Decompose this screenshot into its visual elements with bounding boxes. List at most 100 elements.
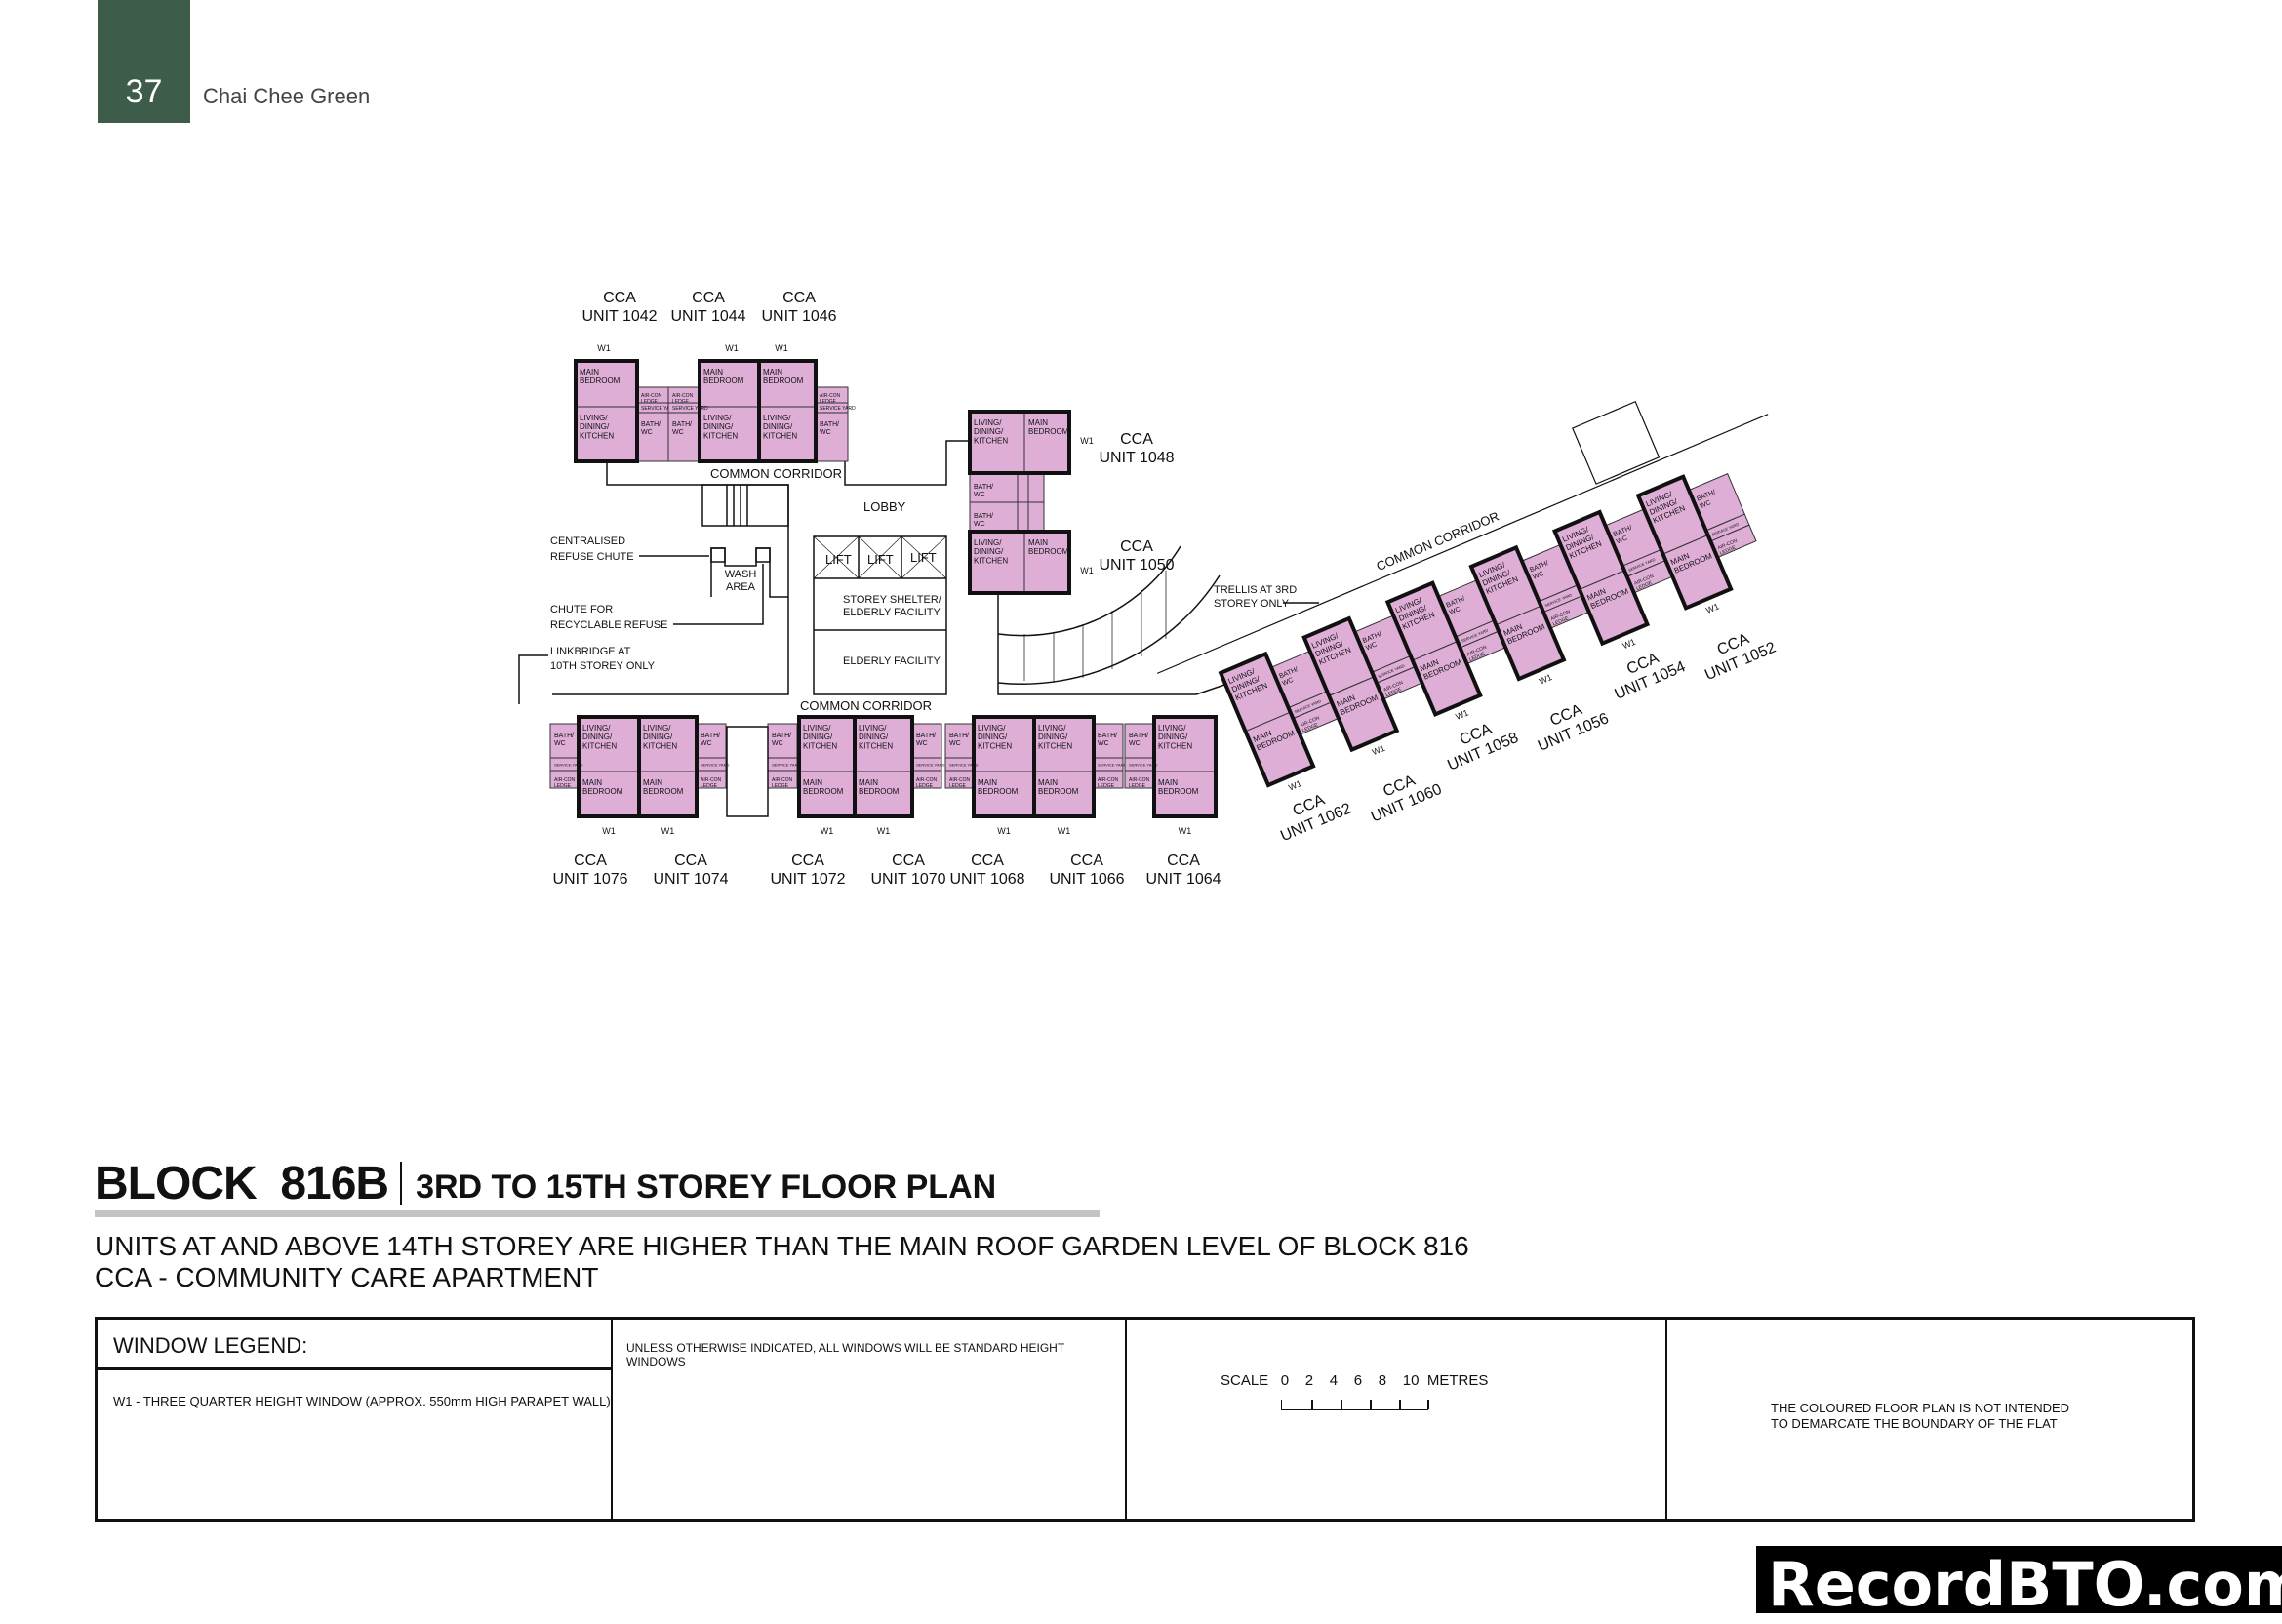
bath-wc-label: BATH/WC	[641, 421, 661, 436]
unit-1062[interactable]: LIVING/DINING/KITCHENMAINBEDROOMBATH/WCS…	[1213, 638, 1376, 846]
lift-partitions	[814, 536, 946, 631]
bath-wc-label: BATH/WC	[701, 733, 720, 747]
living-dining-kitchen-label: LIVING/DINING/KITCHEN	[859, 724, 893, 750]
note-cca: CCA - COMMUNITY CARE APARTMENT	[95, 1262, 599, 1292]
unit-wall	[968, 530, 1071, 595]
lift-label: LIFT	[867, 552, 894, 567]
scale-tick: 2	[1304, 1372, 1314, 1389]
unit-wall	[1468, 544, 1567, 682]
disclaimer-cell: THE COLOURED FLOOR PLAN IS NOT INTENDED …	[1667, 1320, 2192, 1519]
service-yard-label: SERVICE YARD	[672, 406, 708, 412]
bath-wc-label: BATH/WC	[1129, 733, 1148, 747]
scale-tick: 0	[1280, 1372, 1290, 1389]
corridor-wall	[552, 597, 789, 695]
living-dining-kitchen	[973, 716, 1035, 772]
window-w1-marker: W1	[1058, 826, 1071, 836]
unit-wall	[853, 715, 914, 818]
service-yard-label: SERVICE YARD	[641, 406, 677, 412]
window-legend-cell: WINDOW LEGEND: W1 - THREE QUARTER HEIGHT…	[98, 1320, 613, 1519]
window-w1-marker: W1	[877, 826, 891, 836]
elderly-facility-label: ELDERLY FACILITY	[843, 655, 941, 667]
unit-1060[interactable]: LIVING/DINING/KITCHENMAINBEDROOMBATH/WCS…	[1297, 602, 1466, 826]
living-dining-kitchen-label: LIVING/DINING/KITCHEN	[580, 414, 614, 440]
watermark-logo: RecordBTO.com	[1756, 1546, 2282, 1620]
unit-label: CCAUNIT 1060	[1361, 764, 1444, 825]
project-name: Chai Chee Green	[203, 84, 371, 108]
window-w1-marker: W1	[602, 826, 616, 836]
bath-wc-label: BATH/WC	[820, 421, 839, 436]
w1-legend: W1 - THREE QUARTER HEIGHT WINDOW (APPROX…	[113, 1394, 611, 1408]
window-w1-marker: W1	[1080, 566, 1094, 575]
unit-label: CCAUNIT 1058	[1438, 712, 1521, 773]
living-dining-kitchen	[758, 406, 817, 462]
window-w1-marker: W1	[725, 343, 739, 353]
scale-tick: 8	[1378, 1372, 1387, 1389]
lift-core	[813, 535, 947, 695]
disclaimer: THE COLOURED FLOOR PLAN IS NOT INTENDED …	[1771, 1401, 2069, 1432]
living-dining-kitchen	[699, 406, 760, 462]
window-w1-marker: W1	[775, 343, 788, 353]
unit-wall	[1152, 715, 1218, 818]
window-w1-marker: W1	[1287, 778, 1302, 792]
service-yard-label: SERVICE YARD	[701, 763, 729, 768]
bath-wc-label: BATH/WC	[974, 484, 993, 498]
unit-label: CCAUNIT 1052	[1696, 622, 1779, 684]
trellis-stair	[997, 545, 1221, 685]
living-dining-kitchen-label: LIVING/DINING/KITCHEN	[974, 538, 1008, 565]
bath-wc	[667, 412, 701, 462]
lift-cross-icon	[813, 535, 947, 579]
unit-label: CCAUNIT 1056	[1529, 693, 1612, 755]
living-dining-kitchen-label: LIVING/DINING/KITCHEN	[643, 724, 677, 750]
stair-treads	[726, 485, 748, 526]
page-number-box: 37	[98, 0, 190, 123]
window-w1-marker: W1	[821, 826, 834, 836]
living-dining-kitchen-label: LIVING/DINING/KITCHEN	[974, 418, 1008, 445]
plan-title: BLOCK 816B 3RD TO 15TH STOREY FLOOR PLAN	[95, 1157, 996, 1210]
lift-label: LIFT	[910, 550, 937, 565]
aircon-ledge	[1027, 501, 1045, 533]
bath-wc	[969, 472, 1019, 503]
page-number: 37	[125, 73, 163, 110]
bath-wc-label: BATH/WC	[672, 421, 692, 436]
storey-shelter-label: STOREY SHELTER/ELDERLY FACILITY	[843, 594, 942, 618]
unit-wall	[1218, 651, 1316, 788]
bath-wc-label: BATH/WC	[1098, 733, 1117, 747]
unit-wall	[1551, 509, 1651, 647]
aircon-ledge	[1027, 472, 1045, 503]
title-underline	[95, 1210, 1100, 1217]
window-w1-marker: W1	[1704, 601, 1720, 614]
service-yard	[1017, 472, 1029, 503]
scale-label: SCALE	[1221, 1372, 1269, 1389]
disclaimer-line: THE COLOURED FLOOR PLAN IS NOT INTENDED	[1771, 1401, 2070, 1415]
unit-label: CCAUNIT 1062	[1271, 783, 1354, 845]
window-w1-marker: W1	[661, 826, 675, 836]
